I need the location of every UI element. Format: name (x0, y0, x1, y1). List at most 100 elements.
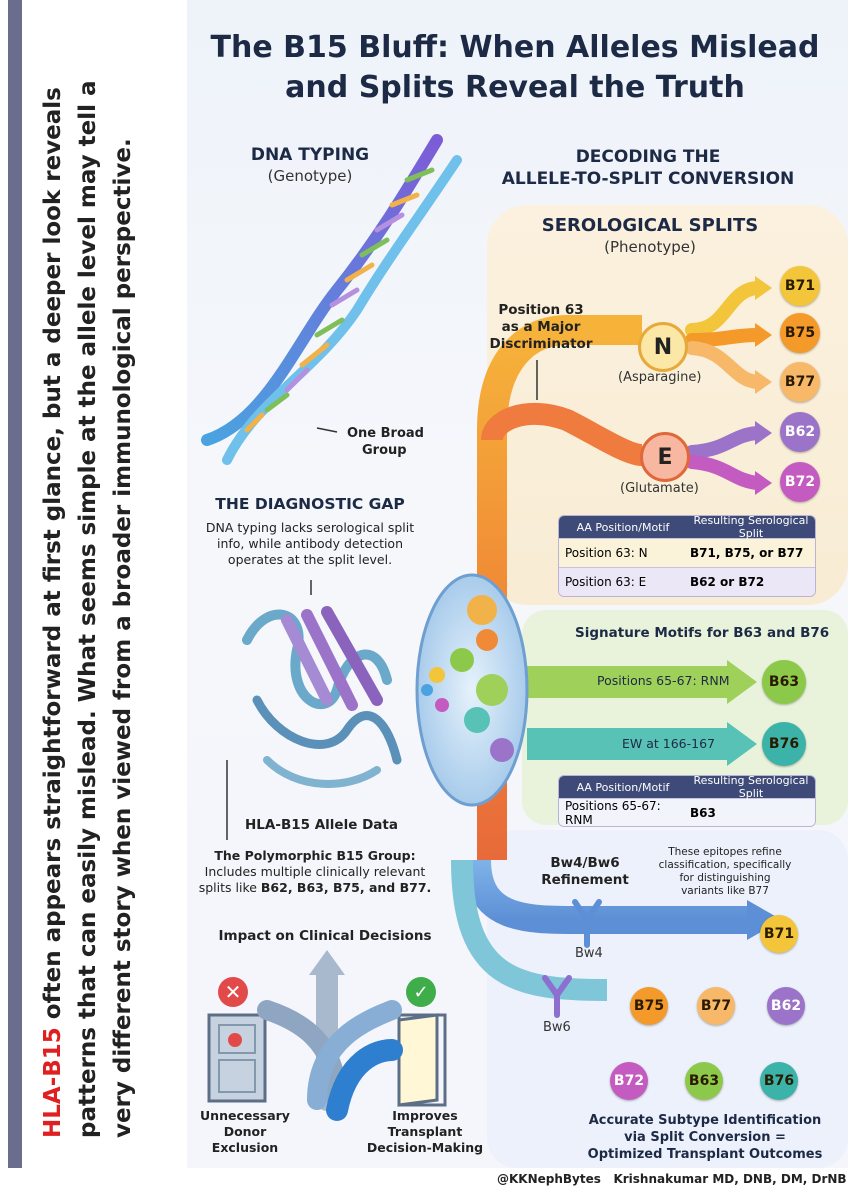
table-signature: AA Position/Motif Resulting Serological … (558, 775, 816, 827)
arrow-rnm-label: Positions 65-67: RNM (597, 673, 730, 688)
polymorphic-text: The Polymorphic B15 Group: Includes mult… (195, 848, 435, 896)
outcome-good-line2: Transplant (387, 1124, 463, 1139)
decoding-heading: DECODING THE ALLELE-TO-SPLIT CONVERSION (478, 146, 818, 190)
flow-e-branch (481, 402, 644, 466)
bw-note-line4: variants like B77 (681, 885, 769, 897)
badge-b75: B75 (780, 313, 820, 353)
table2-header: AA Position/Motif Resulting Serological … (559, 775, 815, 800)
bw-note-line1: These epitopes refine (668, 846, 782, 858)
n-branches (685, 281, 764, 389)
door-improves (397, 1013, 447, 1107)
bw-heading-line1: Bw4/Bw6 (550, 855, 620, 871)
gap-line2: info, while antibody detection (216, 536, 404, 551)
one-broad-line2: Group (362, 443, 407, 458)
bw-note: These epitopes refine classification, sp… (650, 846, 800, 898)
outcome-bad-line3: Exclusion (211, 1140, 279, 1155)
accurate-line3: Optimized Transplant Outcomes (587, 1147, 823, 1162)
badge-b63: B63 (762, 660, 806, 704)
table2-split: B63 (690, 806, 716, 820)
bw-note-line3: for distinguishing (679, 872, 771, 884)
bw-note-line2: classification, specifically (658, 859, 792, 871)
side-caption-highlight: HLA-B15 (40, 1027, 66, 1138)
side-panel (22, 0, 187, 1168)
title-line-2: and Splits Reveal the Truth (285, 70, 745, 105)
serological-heading: SEROLOGICAL SPLITS (541, 215, 759, 236)
polymorphic-line2: Includes multiple clinically relevant (204, 864, 426, 879)
badge-b62: B62 (780, 412, 820, 452)
n-label: (Asparagine) (618, 370, 702, 385)
badge-b76: B76 (762, 722, 806, 766)
outcome-good-line3: Decision-Making (366, 1140, 484, 1155)
reject-icon: ✕ (218, 977, 248, 1007)
credit-handle: @KKNephBytes (497, 1172, 601, 1186)
badge-b71: B71 (780, 266, 820, 306)
bw6-antibody (542, 975, 572, 1018)
table1-split: B71, B75, or B77 (690, 546, 804, 560)
n-node: N (638, 322, 688, 372)
page-title: The B15 Bluff: When Alleles Mislead and … (190, 28, 840, 108)
antibody-b63: B63 (685, 1062, 723, 1100)
polymorphic-line3: splits like B62, B63, B75, and B77. (195, 880, 435, 896)
table1-motif: Position 63: N (565, 546, 648, 560)
dna-typing-heading: DNA TYPING (250, 145, 370, 165)
gap-text: DNA typing lacks serological split info,… (190, 520, 430, 568)
accurate-line1: Accurate Subtype Identification (588, 1113, 822, 1128)
gap-line1: DNA typing lacks serological split (205, 520, 415, 535)
accept-icon: ✓ (406, 977, 436, 1007)
polymorphic-line3a: splits like (198, 880, 261, 895)
dna-helix (201, 134, 462, 465)
table1-header: AA Position/Motif Resulting Serological … (559, 515, 815, 540)
protein-ribbon (242, 606, 402, 788)
table-row: Positions 65-67: RNM B63 (559, 798, 815, 826)
outcome-bad: Unnecessary Donor Exclusion (190, 1108, 300, 1156)
badge-b72: B72 (780, 462, 820, 502)
allele-label: HLA-B15 Allele Data (245, 817, 398, 833)
table2-col2: Resulting Serological Split (693, 775, 809, 800)
position-63-line3: Discriminator (489, 336, 593, 352)
badge-b77: B77 (780, 362, 820, 402)
decision-arrows (257, 950, 403, 1121)
n-letter: N (653, 334, 673, 360)
credit-author: Krishnakumar MD, DNB, DM, DrNB (613, 1172, 847, 1186)
signature-heading: Signature Motifs for B63 and B76 (575, 625, 830, 641)
antibody-b72: B72 (610, 1062, 648, 1100)
antibody-b75: B75 (630, 987, 668, 1025)
antibody-b71: B71 (760, 915, 798, 953)
accurate-text: Accurate Subtype Identification via Spli… (560, 1112, 848, 1163)
table1-col2: Resulting Serological Split (693, 515, 809, 540)
e-node: E (640, 432, 690, 482)
credit: @KKNephBytes Krishnakumar MD, DNB, DM, D… (497, 1172, 847, 1186)
gap-line3: operates at the split level. (227, 552, 393, 567)
footer (0, 1168, 848, 1200)
table-row: Position 63: E B62 or B72 (559, 567, 815, 596)
position-63-callout: Position 63 as a Major Discriminator (483, 302, 599, 353)
outcome-good-line1: Improves (392, 1108, 458, 1123)
antibody-b62: B62 (767, 987, 805, 1025)
door-exclusion (207, 1013, 267, 1103)
side-caption-body: often appears straightforward at first g… (40, 80, 136, 1138)
decoding-line2: ALLELE-TO-SPLIT CONVERSION (501, 169, 795, 189)
accurate-line2: via Split Conversion = (624, 1130, 786, 1145)
position-63-line2: as a Major (501, 319, 581, 335)
serological-panel (487, 205, 848, 605)
outcome-bad-line1: Unnecessary (200, 1108, 290, 1123)
one-broad-line1: One Broad (347, 426, 424, 441)
polymorphic-line3b: B62, B63, B75, and B77. (260, 880, 432, 895)
e-label: (Glutamate) (620, 481, 699, 496)
impact-heading: Impact on Clinical Decisions (218, 928, 432, 944)
arrow-ew-label: EW at 166-167 (622, 736, 715, 751)
position-63-line1: Position 63 (498, 302, 584, 318)
table1-split: B62 or B72 (690, 575, 765, 589)
title-line-1: The B15 Bluff: When Alleles Mislead (210, 30, 820, 65)
flow-bw4 (463, 859, 747, 934)
infographic-graphics (201, 134, 848, 1168)
bw-heading-line2: Refinement (541, 872, 629, 888)
table2-col1: AA Position/Motif (576, 780, 670, 794)
decoding-line1: DECODING THE (575, 147, 721, 167)
antibody-b76: B76 (760, 1062, 798, 1100)
outcome-good: Improves Transplant Decision-Making (360, 1108, 490, 1156)
bw4-label: Bw4 (575, 946, 603, 961)
bw-heading: Bw4/Bw6 Refinement (540, 855, 630, 889)
dna-callout-line (316, 427, 338, 433)
side-caption: HLA-B15 often appears straightforward at… (22, 30, 187, 1150)
